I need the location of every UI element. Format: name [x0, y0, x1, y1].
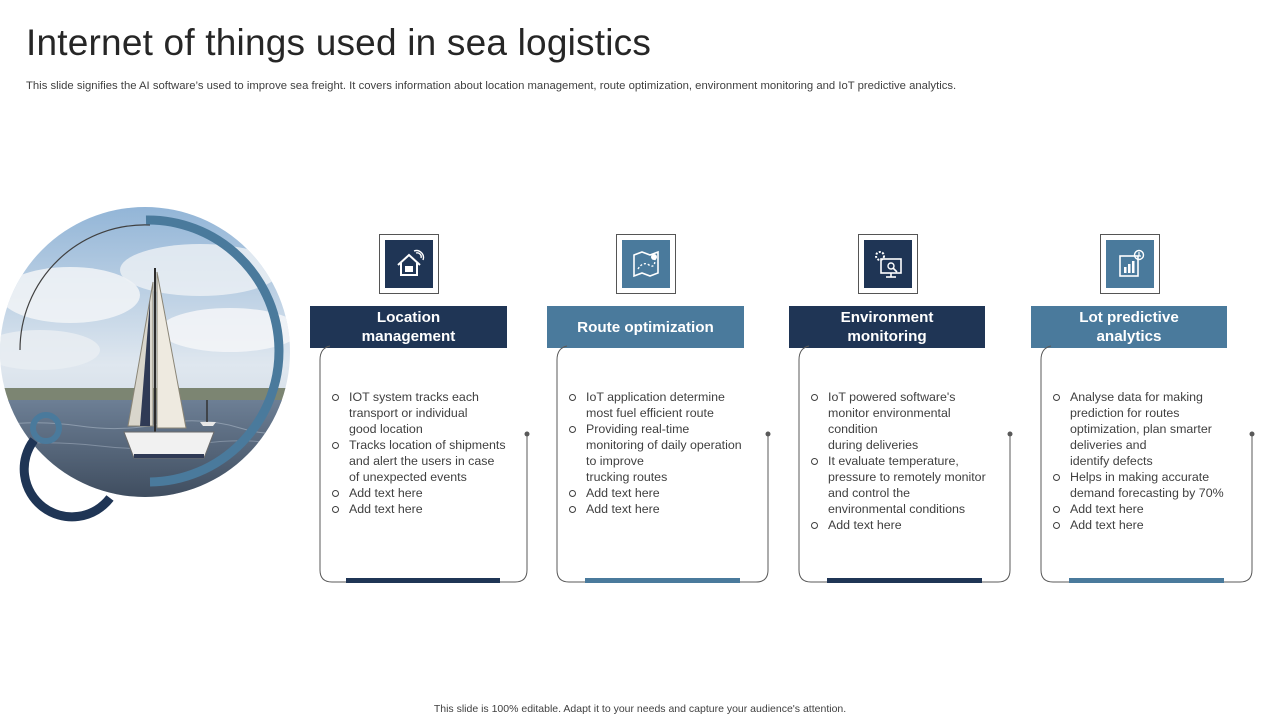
bullet-list: IoT application determine most fuel effi…	[567, 389, 782, 517]
card-title: Location management	[310, 306, 507, 348]
list-item: Add text here	[1051, 501, 1271, 517]
sailboat-photo	[0, 200, 300, 530]
list-item: Providing real-time monitoring of daily …	[567, 421, 782, 485]
card-title: Environment monitoring	[789, 306, 985, 348]
slide-title: Internet of things used in sea logistics	[26, 22, 652, 63]
icon-frame	[379, 234, 439, 294]
smart-home-location-icon	[385, 240, 433, 288]
list-item: IoT powered software's monitor environme…	[809, 389, 1024, 453]
card-predictive-analytics: Lot predictive analytics Analyse data fo…	[1031, 234, 1275, 586]
card-frame	[556, 345, 771, 583]
card-frame	[319, 345, 530, 583]
icon-frame	[616, 234, 676, 294]
list-item: IOT system tracks each transport or indi…	[330, 389, 545, 437]
list-item: Add text here	[567, 501, 782, 517]
icon-frame	[1100, 234, 1160, 294]
card-environment-monitoring: Environment monitoring IoT powered softw…	[789, 234, 1033, 586]
bullet-list: IoT powered software's monitor environme…	[809, 389, 1024, 533]
list-item: Add text here	[330, 485, 545, 501]
card-frame	[798, 345, 1013, 583]
list-item: Add text here	[809, 517, 1024, 533]
card-frame	[1040, 345, 1255, 583]
analytics-report-icon	[1106, 240, 1154, 288]
card-title: Lot predictive analytics	[1031, 306, 1227, 348]
list-item: Helps in making accurate demand forecast…	[1051, 469, 1271, 501]
list-item: Add text here	[1051, 517, 1271, 533]
card-route-optimization: Route optimization IoT application deter…	[547, 234, 791, 586]
icon-frame	[858, 234, 918, 294]
list-item: It evaluate temperature, pressure to rem…	[809, 453, 1024, 517]
card-location-management: Location management IOT system tracks ea…	[310, 234, 554, 586]
list-item: Add text here	[567, 485, 782, 501]
bullet-list: Analyse data for making prediction for r…	[1051, 389, 1271, 533]
monitor-gear-icon	[864, 240, 912, 288]
bullet-list: IOT system tracks each transport or indi…	[330, 389, 545, 517]
list-item: Analyse data for making prediction for r…	[1051, 389, 1271, 469]
slide-footer: This slide is 100% editable. Adapt it to…	[433, 703, 847, 715]
list-item: Add text here	[330, 501, 545, 517]
slide-subtitle: This slide signifies the AI software’s u…	[26, 80, 957, 92]
list-item: IoT application determine most fuel effi…	[567, 389, 782, 421]
list-item: Tracks location of shipments and alert t…	[330, 437, 545, 485]
route-map-icon	[622, 240, 670, 288]
card-title: Route optimization	[547, 306, 744, 348]
